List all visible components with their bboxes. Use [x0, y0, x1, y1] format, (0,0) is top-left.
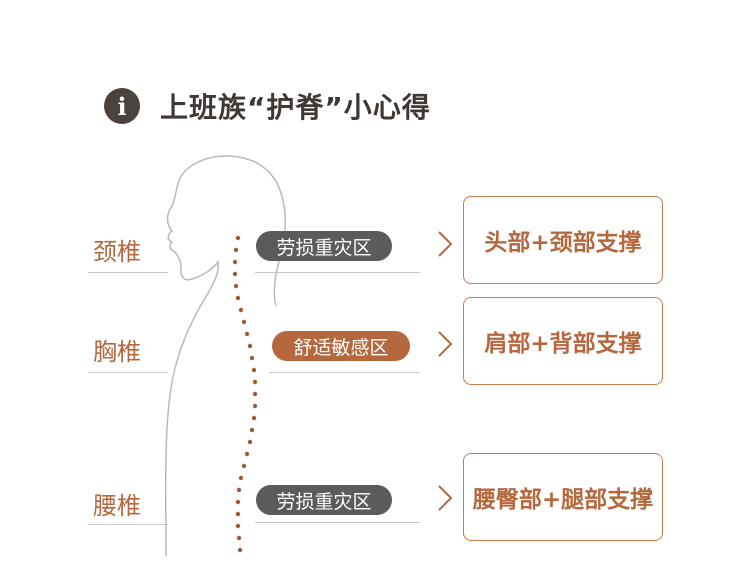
zone-badge-thoracic: 舒适敏感区 — [272, 331, 410, 361]
body-outline — [164, 155, 287, 557]
divider-line-left — [88, 372, 168, 373]
page-title: 上班族“护脊”小心得 — [160, 91, 431, 124]
zone-badge-cervical: 劳损重灾区 — [256, 231, 392, 261]
divider-line-right — [255, 272, 420, 273]
region-label-lumbar: 腰椎 — [93, 492, 141, 520]
support-box-lumbar: 腰臀部+腿部支撑 — [463, 453, 663, 541]
divider-line-right — [270, 372, 420, 373]
title-row: i 上班族“护脊”小心得 — [104, 86, 431, 126]
divider-line-left — [88, 272, 168, 273]
support-box-thoracic: 肩部+背部支撑 — [463, 297, 663, 385]
chevron-right-icon — [438, 231, 453, 257]
region-label-cervical: 颈椎 — [93, 238, 141, 266]
chevron-right-icon — [438, 485, 453, 511]
info-icon: i — [104, 88, 140, 124]
divider-line-left — [88, 524, 168, 525]
divider-line-right — [255, 522, 420, 523]
chevron-right-icon — [438, 331, 453, 357]
spine-dots — [232, 235, 258, 553]
support-box-cervical: 头部+颈部支撑 — [463, 196, 663, 284]
zone-badge-lumbar: 劳损重灾区 — [256, 485, 392, 515]
region-label-thoracic: 胸椎 — [93, 338, 141, 366]
